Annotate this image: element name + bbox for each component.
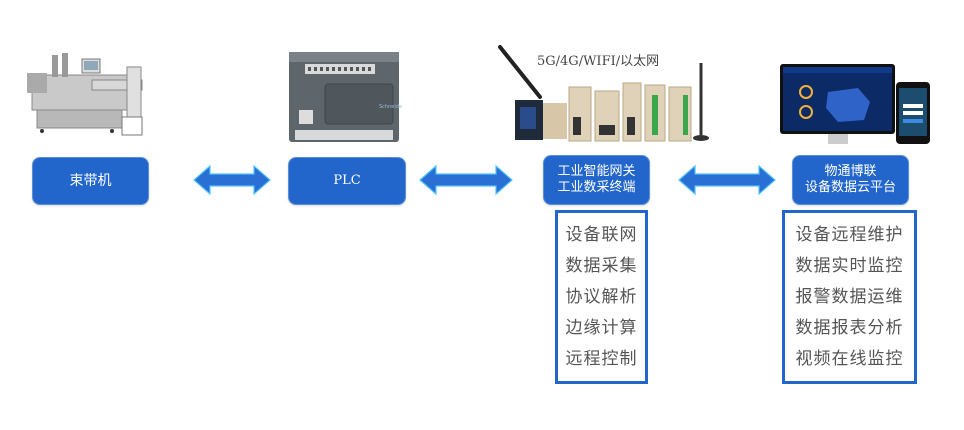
list-item: 报警数据运维	[795, 286, 904, 307]
plc-image: Schneider	[289, 52, 402, 142]
list-item: 设备远程维护	[795, 224, 904, 245]
strapping-machine-node: 束带机	[32, 157, 149, 205]
bidirectional-arrow-icon	[678, 164, 776, 196]
bidirectional-arrow-icon	[419, 164, 513, 196]
cloud-platform-image	[780, 64, 930, 144]
list-item: 设备联网	[565, 224, 638, 245]
list-item: 协议解析	[565, 286, 638, 307]
network-types-label: 5G/4G/WIFI/以太网	[537, 54, 660, 69]
gateway-feature-list: 设备联网 数据采集 协议解析 边缘计算 远程控制	[555, 210, 648, 384]
platform-feature-list: 设备远程维护 数据实时监控 报警数据运维 数据报表分析 视频在线监控	[782, 210, 917, 384]
gateway-devices-image	[498, 45, 709, 142]
strapping-machine-image	[27, 53, 143, 136]
cloud-platform-label-line1: 物通博联	[824, 164, 877, 179]
list-item: 数据采集	[565, 255, 638, 276]
list-item: 远程控制	[565, 349, 638, 370]
list-item: 数据实时监控	[795, 255, 904, 276]
cloud-platform-node: 物通博联 设备数据云平台	[792, 155, 909, 205]
plc-label: PLC	[333, 173, 361, 188]
bidirectional-arrow-icon	[193, 164, 271, 196]
strapping-machine-label: 束带机	[69, 173, 112, 189]
gateway-node: 工业智能网关 工业数采终端	[543, 155, 650, 205]
list-item: 视频在线监控	[795, 349, 904, 370]
svg-text:Schneider: Schneider	[379, 104, 402, 110]
cloud-platform-label-line2: 设备数据云平台	[804, 180, 896, 195]
list-item: 边缘计算	[565, 318, 638, 339]
gateway-label-line2: 工业数采终端	[557, 180, 636, 195]
gateway-label-line1: 工业智能网关	[557, 164, 636, 179]
list-item: 数据报表分析	[795, 318, 904, 339]
plc-node: PLC	[288, 157, 406, 205]
